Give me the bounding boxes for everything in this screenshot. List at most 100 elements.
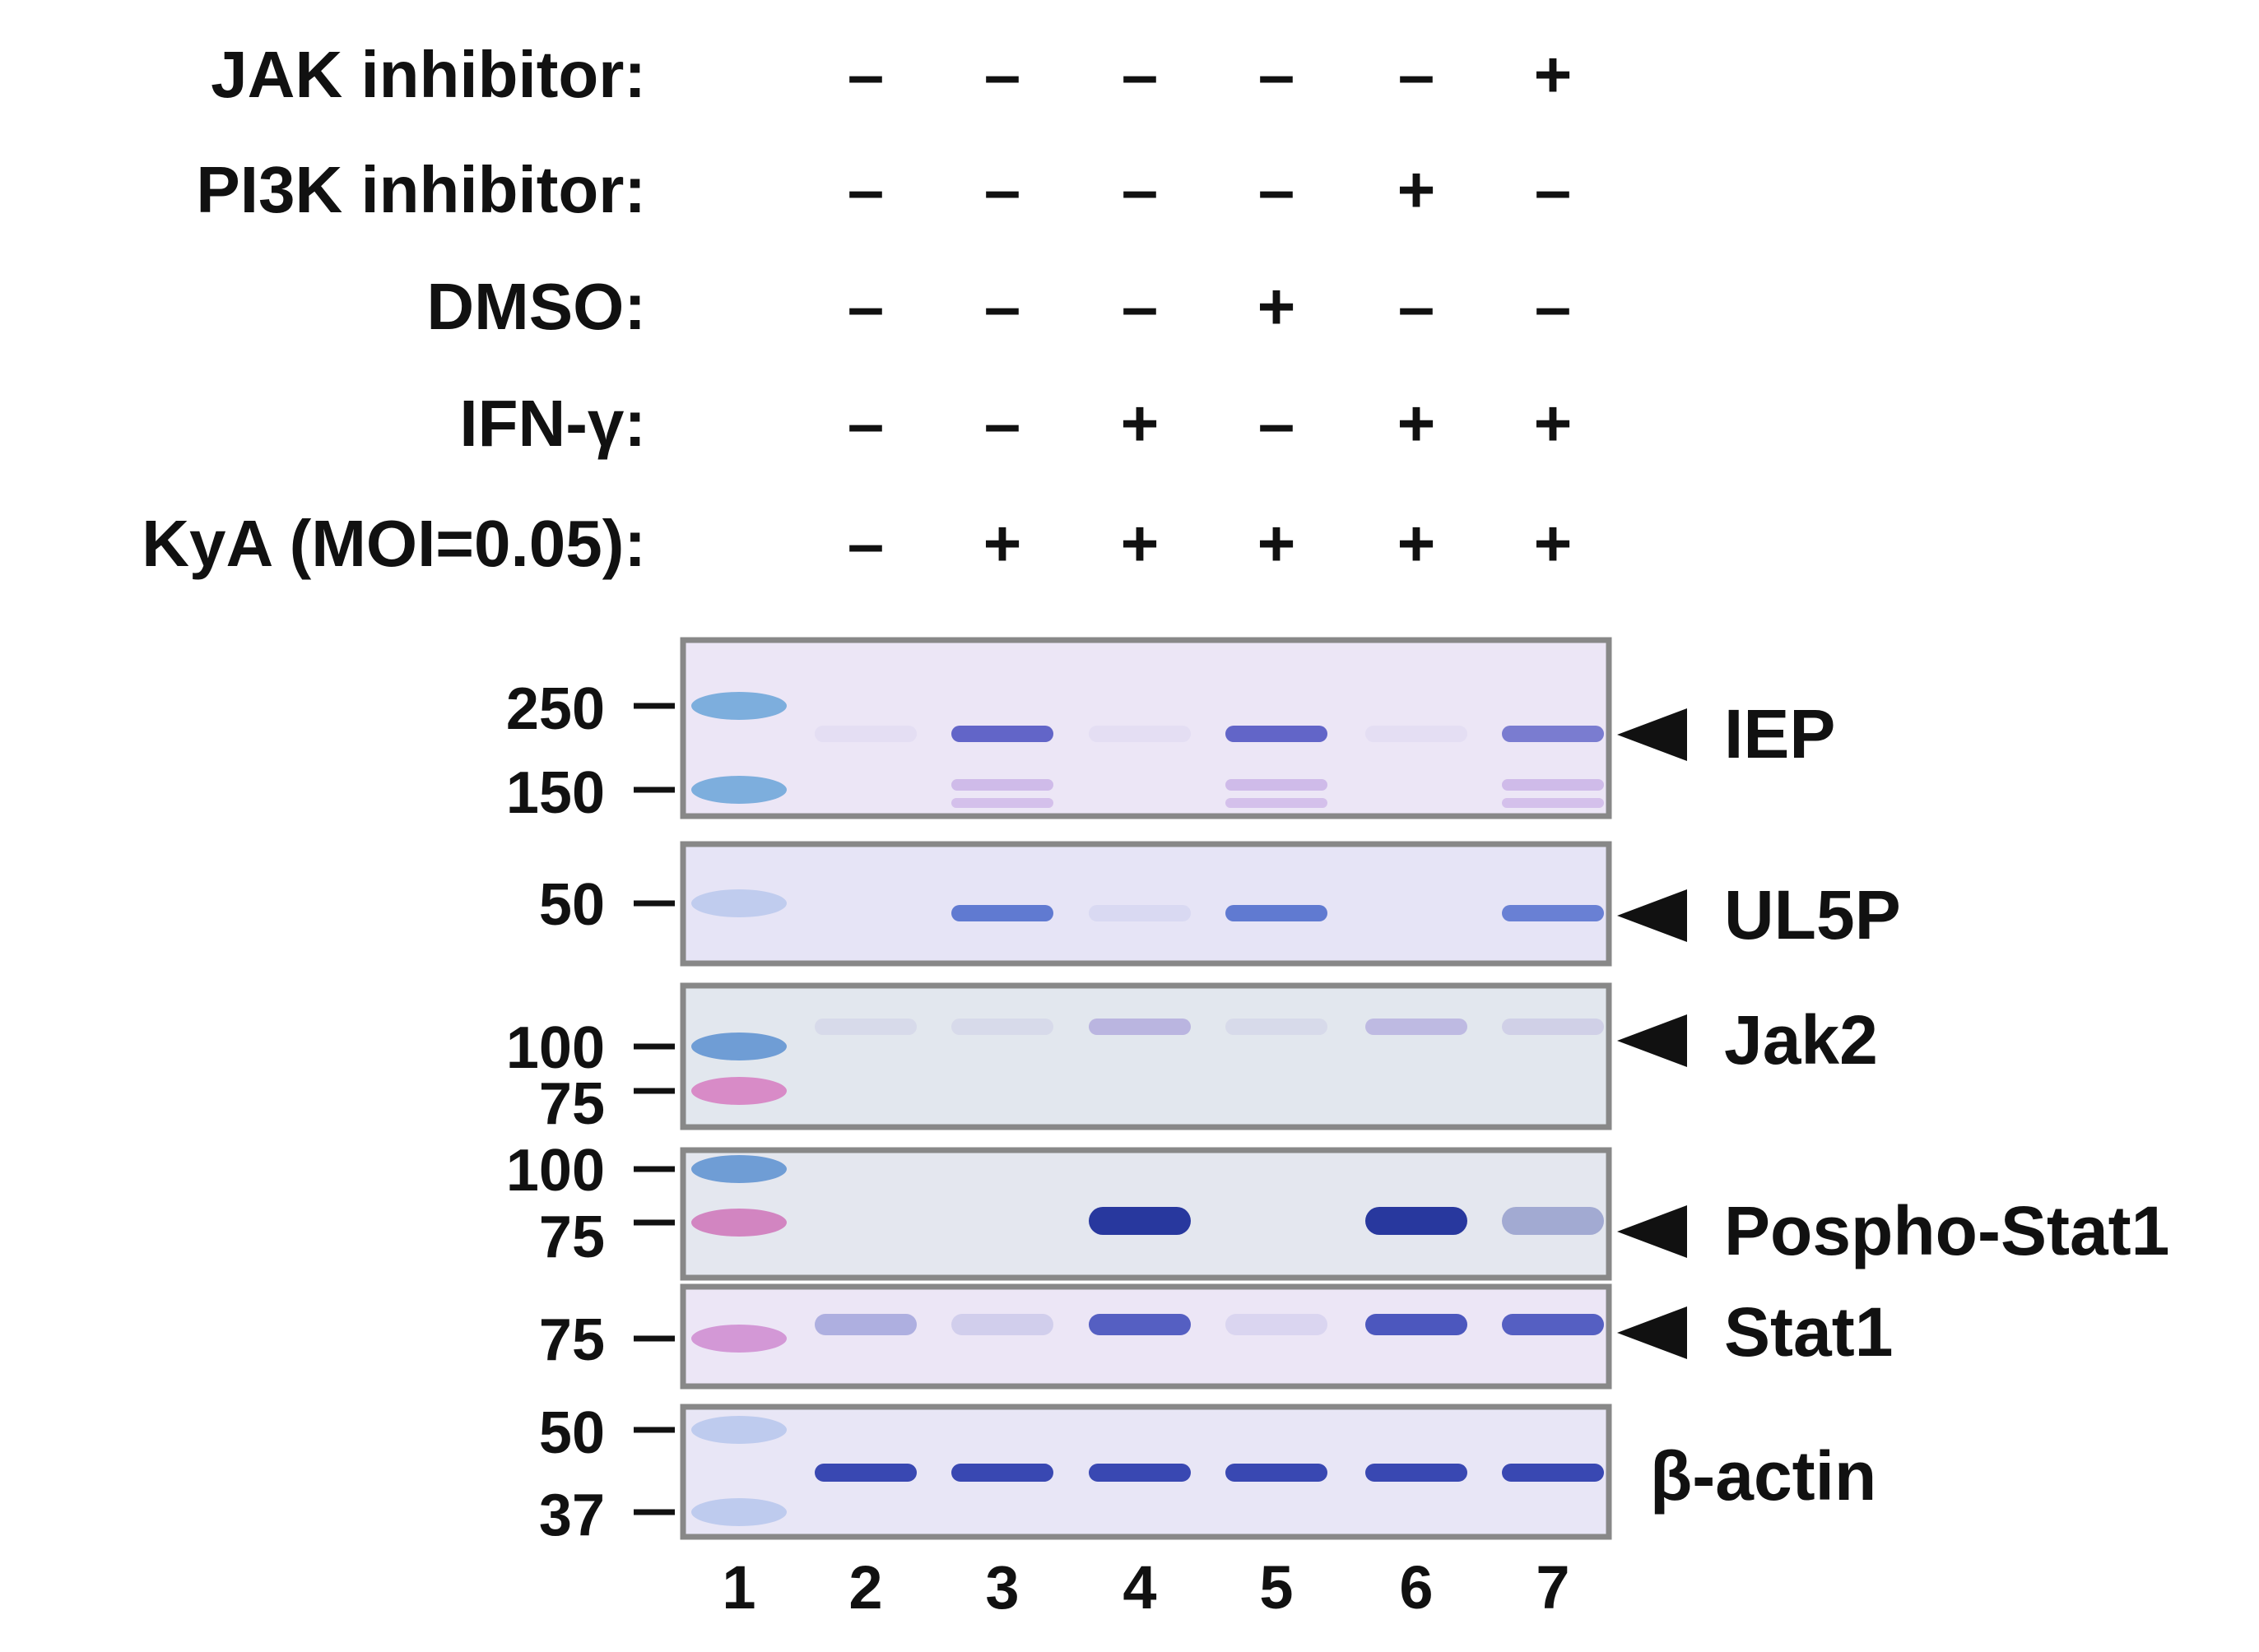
protein-band [1089,726,1191,742]
protein-band [1502,726,1604,742]
treatment-sign: – [848,507,885,580]
ladder-band [691,1155,787,1183]
protein-band [1502,1464,1604,1482]
protein-band [1365,726,1467,742]
marker-label: 100 [506,1138,605,1204]
protein-band [1225,726,1327,742]
protein-band [1089,1019,1191,1035]
treatment-sign: – [1258,38,1295,111]
lane-number: 7 [1536,1553,1569,1622]
treatment-sign: – [1398,270,1435,343]
arrow-icon [1617,889,1687,942]
treatment-sign: + [1397,153,1436,226]
treatment-label: KyA (MOI=0.05): [142,507,646,580]
protein-band-minor [1502,779,1604,791]
treatment-sign: + [983,507,1022,580]
protein-band-minor [1502,798,1604,808]
treatment-sign: – [848,153,885,226]
ladder-band [691,692,787,720]
treatment-sign: – [984,387,1021,460]
treatment-sign: – [984,270,1021,343]
marker-label: 150 [506,760,605,826]
treatment-sign: + [1534,387,1573,460]
membrane [680,637,1612,819]
treatment-sign: + [1257,507,1296,580]
treatment-label: PI3K inhibitor: [196,153,646,226]
protein-band [1089,1314,1191,1335]
ladder-band [691,1032,787,1060]
protein-band [815,1464,917,1482]
protein-band-minor [951,798,1053,808]
treatment-sign: – [848,387,885,460]
blot-panel--actin: 50 37 β-actin [539,1400,1876,1548]
treatment-label: JAK inhibitor: [211,38,646,111]
blot-panel-iep: 250 150 IEP [506,637,1835,826]
protein-band [1365,1207,1467,1235]
protein-band [815,1314,917,1335]
treatment-sign: – [1258,387,1295,460]
protein-band [1502,1019,1604,1035]
protein-band [1365,1019,1467,1035]
target-label: IEP [1724,695,1835,773]
treatment-sign: + [1257,270,1296,343]
protein-band [1502,1314,1604,1335]
protein-band [1089,1464,1191,1482]
protein-band [1225,905,1327,921]
marker-label: 37 [539,1483,605,1548]
protein-band [1089,905,1191,921]
treatment-sign: – [848,38,885,111]
marker-label: 50 [539,1400,605,1466]
lane-number: 1 [722,1553,755,1622]
treatment-sign: – [1258,153,1295,226]
ladder-band [691,1498,787,1526]
protein-band [951,1019,1053,1035]
arrow-icon [1617,1014,1687,1067]
ladder-band [691,1077,787,1105]
protein-band [951,1464,1053,1482]
treatment-sign: – [1122,38,1159,111]
lane-number: 2 [848,1553,882,1622]
arrow-icon [1617,1205,1687,1258]
protein-band [951,1314,1053,1335]
ladder-band [691,1416,787,1444]
protein-band [1365,1464,1467,1482]
ladder-band [691,776,787,804]
protein-band [1365,1314,1467,1335]
lane-number: 3 [985,1553,1019,1622]
treatment-sign: + [1397,387,1436,460]
marker-label: 75 [539,1071,605,1137]
treatment-label: IFN-γ: [459,387,646,460]
treatment-sign: + [1397,507,1436,580]
treatment-sign: + [1121,507,1160,580]
protein-band [1502,1207,1604,1235]
protein-band [1225,1464,1327,1482]
target-label: Stat1 [1724,1293,1893,1371]
protein-band-minor [951,779,1053,791]
treatment-sign: – [1535,270,1572,343]
lane-number: 4 [1123,1553,1156,1622]
protein-band [951,726,1053,742]
protein-band [1225,1314,1327,1335]
ladder-band [691,1325,787,1353]
ladder-band [691,889,787,917]
target-label: β-actin [1650,1437,1876,1515]
treatment-sign: – [984,153,1021,226]
marker-label: 100 [506,1015,605,1081]
marker-label: 250 [506,676,605,742]
marker-label: 50 [539,872,605,938]
treatment-sign: + [1121,387,1160,460]
arrow-icon [1617,1306,1687,1359]
treatment-sign: + [1534,38,1573,111]
lane-number: 6 [1399,1553,1433,1622]
treatment-sign: – [848,270,885,343]
protein-band [815,726,917,742]
protein-band-minor [1225,779,1327,791]
treatment-sign: + [1534,507,1573,580]
target-label: Jak2 [1724,1001,1878,1079]
treatment-sign: – [1122,153,1159,226]
